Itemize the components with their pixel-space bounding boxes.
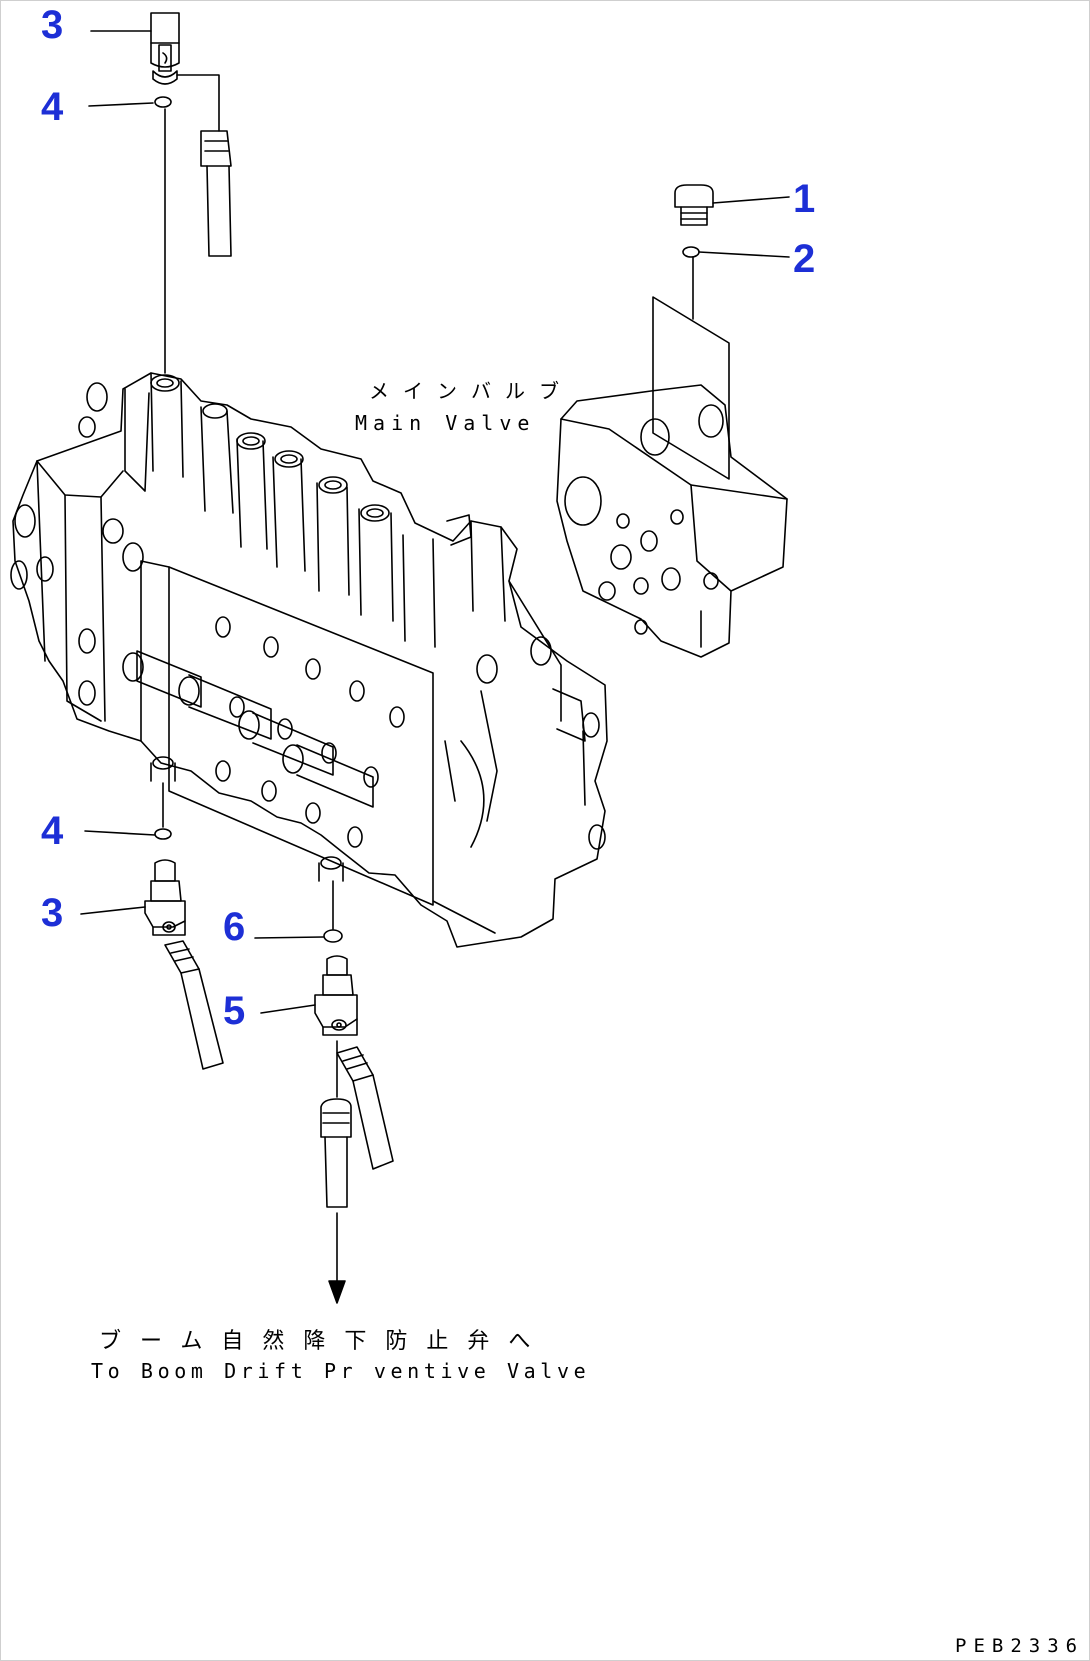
top-switch-fitting (150, 12, 180, 85)
boom-valve-label-jp: ブーム自然降下防止弁へ (99, 1329, 550, 1354)
callout-3-bottom: 3 (41, 891, 64, 935)
leader-2 (698, 251, 790, 258)
boom-hose-right (336, 1046, 394, 1170)
leader-1 (712, 196, 790, 204)
oring-4-top (154, 96, 172, 108)
callout-3-top: 3 (41, 3, 64, 47)
oring-4-bottom (154, 828, 172, 840)
drawing-code: PEB2336 (955, 1635, 1085, 1657)
leader-4-bottom (84, 830, 156, 836)
top-hose-line (176, 74, 220, 132)
boom-switch-fitting (314, 955, 358, 1036)
bottom-left-switch-fitting (144, 859, 186, 936)
bottom-left-hose (164, 940, 224, 1070)
callout-6: 6 (223, 905, 246, 949)
callout-2: 2 (793, 237, 816, 281)
relief-valve-body (556, 384, 788, 658)
boom-valve-label-en: To Boom Drift Pr ventive Valve (91, 1359, 591, 1383)
leader-6 (254, 936, 324, 939)
boom-arrow-head (328, 1280, 346, 1304)
callout-5: 5 (223, 989, 246, 1033)
callout-1: 1 (793, 177, 816, 221)
leader-3-bottom (80, 906, 146, 915)
main-valve-label-en: Main Valve (355, 411, 536, 435)
boom-hose-left (320, 1098, 352, 1208)
gasket-plate (652, 296, 730, 480)
main-valve-block (10, 372, 608, 948)
oring-6 (323, 929, 343, 943)
plug-1 (674, 184, 714, 226)
callout-4-bottom: 4 (41, 809, 64, 853)
oring-2 (682, 246, 700, 258)
leader-4-top (88, 102, 154, 107)
top-hose (200, 130, 232, 257)
main-valve-label-jp: メインバルブ (369, 379, 573, 403)
callout-4-top: 4 (41, 85, 64, 129)
leader-5 (260, 1004, 316, 1014)
